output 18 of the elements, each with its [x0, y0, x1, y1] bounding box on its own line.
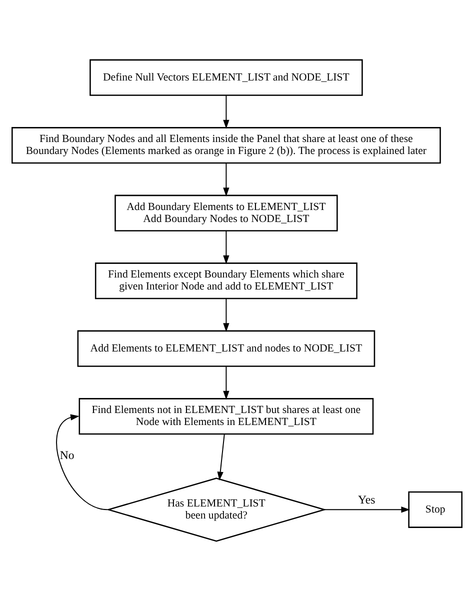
- node-box: Define Null Vectors ELEMENT_LIST and NODE_LIST: [90, 59, 363, 96]
- node-box: Add Elements to ELEMENT_LIST and nodes to NODE_LIST: [77, 330, 376, 367]
- arrow: [56, 414, 108, 510]
- arrow: [324, 506, 410, 513]
- node-box: Find Elements not in ELEMENT_LIST but shares at least one Node with Elements in ELEMENT_LIST: [78, 398, 374, 435]
- arrow: [223, 230, 230, 264]
- arrow: [217, 434, 225, 481]
- node-box: Find Boundary Nodes and all Elements inside the Panel that share at least one of these Boundary Nodes (Elements marked as orange in Figure 2 (b)). The process is explained later: [12, 127, 441, 164]
- arrow: [223, 95, 230, 129]
- arrow: [223, 366, 230, 400]
- edge-label: Yes: [358, 493, 376, 506]
- arrow: [223, 298, 230, 332]
- edge-label: No: [60, 449, 74, 462]
- node-diamond: Has ELEMENT_LIST been updated?: [106, 478, 327, 542]
- node-box: Stop: [408, 491, 462, 528]
- node-box: Add Boundary Elements to ELEMENT_LIST Add Boundary Nodes to NODE_LIST: [114, 194, 338, 232]
- node-box: Find Elements except Boundary Elements which share given Interior Node and add to ELEMENT_LIST: [94, 262, 358, 300]
- arrow: [223, 162, 230, 196]
